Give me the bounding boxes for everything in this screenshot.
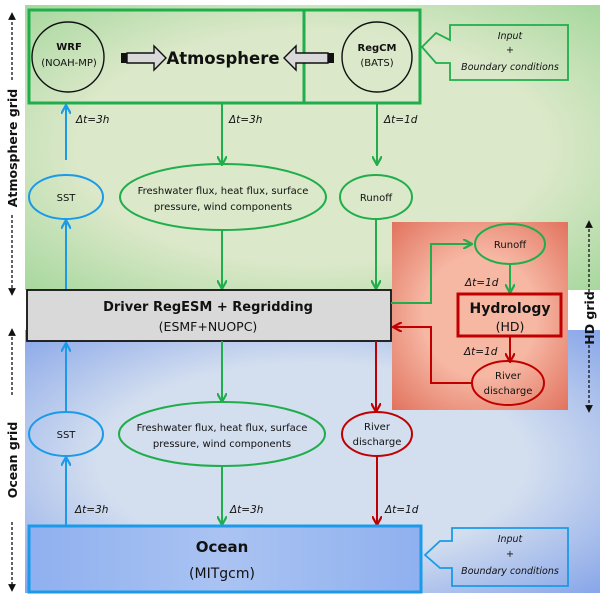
timestep-atm-flux: Δt=3h bbox=[228, 114, 262, 126]
atmosphere-input-boundary[interactable]: Input + Boundary conditions bbox=[420, 24, 569, 81]
regcm-to-atmosphere-arrow-icon bbox=[283, 44, 334, 72]
wrf-to-atmosphere-arrow-icon bbox=[121, 44, 167, 72]
svg-text:Freshwater flux, heat flux, su: Freshwater flux, heat flux, surface bbox=[138, 186, 309, 197]
driver-title: Driver RegESM + Regridding bbox=[103, 300, 313, 315]
ocean-title: Ocean bbox=[196, 538, 249, 556]
atmosphere-title: Atmosphere bbox=[166, 49, 279, 68]
atmosphere-grid-axis: Atmosphere grid bbox=[5, 12, 20, 296]
timestep-ocn-flux: Δt=3h bbox=[229, 504, 263, 516]
svg-text:+: + bbox=[506, 45, 514, 56]
river-hd-to-driver-arrow bbox=[394, 327, 472, 384]
svg-text:WRF: WRF bbox=[56, 42, 82, 53]
timestep-atm-runoff: Δt=1d bbox=[383, 114, 418, 126]
svg-text:SST: SST bbox=[57, 193, 77, 204]
svg-text:Boundary conditions: Boundary conditions bbox=[461, 566, 559, 577]
svg-text:Freshwater flux, heat flux, su: Freshwater flux, heat flux, surface bbox=[137, 423, 308, 434]
atmosphere-grid-label: Atmosphere grid bbox=[5, 89, 20, 207]
ocean-subtitle: (MITgcm) bbox=[189, 566, 255, 582]
driver-box[interactable]: Driver RegESM + Regridding (ESMF+NUOPC) bbox=[26, 289, 392, 342]
hydrology-box[interactable]: Hydrology (HD) bbox=[456, 292, 563, 338]
svg-text:Runoff: Runoff bbox=[360, 193, 393, 204]
ocean-input-boundary[interactable]: Input + Boundary conditions bbox=[423, 527, 569, 587]
timestep-ocn-sst: Δt=3h bbox=[74, 504, 108, 516]
svg-text:Runoff: Runoff bbox=[494, 240, 527, 251]
atmosphere-box-extension bbox=[304, 8, 422, 105]
driver-subtitle: (ESMF+NUOPC) bbox=[159, 319, 258, 334]
driver-to-hd-runoff-arrow bbox=[391, 244, 471, 304]
svg-text:pressure, wind components: pressure, wind components bbox=[154, 202, 292, 213]
svg-text:Input: Input bbox=[498, 31, 524, 42]
regcm-component[interactable]: RegCM (BATS) bbox=[341, 21, 413, 93]
hydrology-subtitle: (HD) bbox=[496, 319, 525, 334]
ocean-box[interactable]: Ocean (MITgcm) bbox=[27, 524, 423, 594]
hd-grid-label: HD grid bbox=[582, 291, 597, 345]
svg-text:River: River bbox=[495, 371, 522, 382]
svg-text:pressure, wind components: pressure, wind components bbox=[153, 439, 291, 450]
svg-text:+: + bbox=[506, 549, 514, 560]
svg-text:SST: SST bbox=[57, 430, 77, 441]
hydrology-title: Hydrology bbox=[470, 301, 551, 317]
svg-text:River: River bbox=[364, 422, 391, 433]
wrf-component[interactable]: WRF (NOAH-MP) bbox=[31, 21, 105, 93]
svg-text:(NOAH-MP): (NOAH-MP) bbox=[41, 58, 97, 69]
timestep-hd-river: Δt=1d bbox=[463, 346, 498, 358]
timestep-ocn-river: Δt=1d bbox=[384, 504, 419, 516]
svg-text:RegCM: RegCM bbox=[358, 43, 397, 54]
ocean-grid-label: Ocean grid bbox=[5, 422, 20, 499]
svg-text:discharge: discharge bbox=[484, 386, 533, 397]
timestep-hd-runoff: Δt=1d bbox=[464, 277, 499, 289]
svg-text:Input: Input bbox=[498, 534, 524, 545]
timestep-atm-sst: Δt=3h bbox=[75, 114, 109, 126]
svg-text:discharge: discharge bbox=[353, 437, 402, 448]
svg-text:Boundary conditions: Boundary conditions bbox=[461, 62, 559, 73]
svg-text:(BATS): (BATS) bbox=[360, 58, 393, 69]
hd-grid-axis: HD grid bbox=[582, 220, 597, 413]
ocean-grid-axis: Ocean grid bbox=[5, 328, 20, 592]
